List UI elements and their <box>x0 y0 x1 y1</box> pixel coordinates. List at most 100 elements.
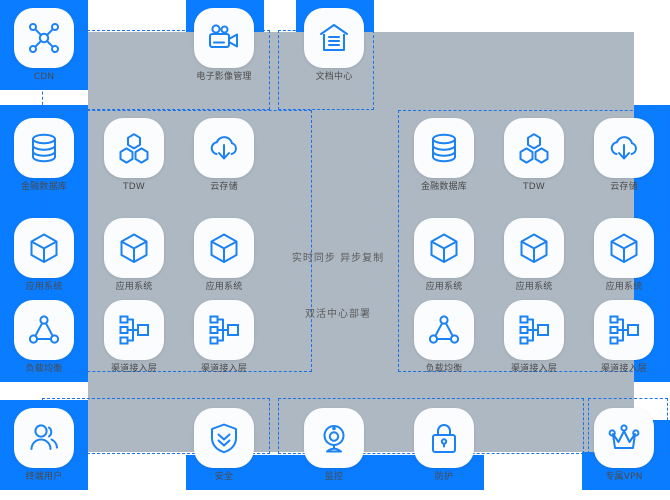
sitemap-icon <box>209 315 239 345</box>
node-label-l-app-1: 应用系统 <box>25 282 63 292</box>
node-tile-r-cos[interactable] <box>594 118 654 178</box>
node-tile-r-app-2[interactable] <box>504 218 564 278</box>
cube-icon <box>30 233 58 263</box>
node-l-cos[interactable]: 云存储 <box>194 118 254 193</box>
node-label-b-sec: 安全 <box>214 472 234 482</box>
node-label-r-ch-1: 渠道接入层 <box>510 364 557 374</box>
node-tile-l-lb[interactable] <box>14 300 74 360</box>
node-label-l-fin-db: 金融数据库 <box>20 182 67 192</box>
node-r-app-1[interactable]: 应用系统 <box>414 218 474 293</box>
node-label-r-fin-db: 金融数据库 <box>420 182 467 192</box>
node-tile-r-fin-db[interactable] <box>414 118 474 178</box>
node-label-l-app-2: 应用系统 <box>115 282 153 292</box>
node-label-cdn: CDN <box>33 72 55 82</box>
node-tile-b-mon[interactable] <box>304 408 364 468</box>
crown-icon <box>608 424 640 449</box>
node-tile-l-fin-db[interactable] <box>14 118 74 178</box>
node-b-vpn[interactable]: 专属VPN <box>594 408 654 483</box>
node-label-l-tdw: TDW <box>123 182 145 192</box>
node-tile-l-app-3[interactable] <box>194 218 254 278</box>
database-icon <box>32 133 56 163</box>
node-tile-r-lb[interactable] <box>414 300 474 360</box>
node-l-app-3[interactable]: 应用系统 <box>194 218 254 293</box>
node-tile-b-vpn[interactable] <box>594 408 654 468</box>
node-l-ch-1[interactable]: 渠道接入层 <box>104 300 164 375</box>
load-balancer-icon <box>28 315 60 344</box>
node-tile-cdn[interactable] <box>14 8 74 68</box>
node-doc[interactable]: 文档中心 <box>304 8 364 83</box>
node-l-tdw[interactable]: TDW <box>104 118 164 193</box>
node-label-eim: 电子影像管理 <box>196 72 252 82</box>
node-tile-b-sec[interactable] <box>194 408 254 468</box>
node-tile-r-app-1[interactable] <box>414 218 474 278</box>
node-b-prot[interactable]: 防护 <box>414 408 474 483</box>
cube-icon <box>610 233 638 263</box>
node-tile-r-ch-2[interactable] <box>594 300 654 360</box>
node-r-app-2[interactable]: 应用系统 <box>504 218 564 293</box>
node-r-fin-db[interactable]: 金融数据库 <box>414 118 474 193</box>
node-l-fin-db[interactable]: 金融数据库 <box>14 118 74 193</box>
node-tile-r-tdw[interactable] <box>504 118 564 178</box>
node-cdn[interactable]: CDN <box>14 8 74 83</box>
node-r-tdw[interactable]: TDW <box>504 118 564 193</box>
cloud-download-icon <box>210 136 237 160</box>
lock-icon <box>432 424 456 453</box>
cube-icon <box>520 233 548 263</box>
group-box-top-left <box>42 30 270 110</box>
shield-check-icon <box>211 423 237 454</box>
node-label-l-lb: 负载均衡 <box>25 364 63 374</box>
node-tile-l-tdw[interactable] <box>104 118 164 178</box>
node-tile-eim[interactable] <box>194 8 254 68</box>
node-tile-l-app-1[interactable] <box>14 218 74 278</box>
node-r-ch-1[interactable]: 渠道接入层 <box>504 300 564 375</box>
node-b-sec[interactable]: 安全 <box>194 408 254 483</box>
node-r-app-3[interactable]: 应用系统 <box>594 218 654 293</box>
node-b-mon[interactable]: 监控 <box>304 408 364 483</box>
group-box-left-core <box>42 110 312 372</box>
node-tile-b-user[interactable] <box>14 408 74 468</box>
node-label-r-ch-2: 渠道接入层 <box>600 364 647 374</box>
node-label-r-app-3: 应用系统 <box>605 282 643 292</box>
node-eim[interactable]: 电子影像管理 <box>194 8 254 83</box>
node-r-ch-2[interactable]: 渠道接入层 <box>594 300 654 375</box>
archive-house-icon <box>320 24 348 51</box>
node-tile-l-cos[interactable] <box>194 118 254 178</box>
node-r-lb[interactable]: 负载均衡 <box>414 300 474 375</box>
node-r-cos[interactable]: 云存储 <box>594 118 654 193</box>
cdn-network-icon <box>29 23 59 53</box>
load-balancer-icon <box>428 315 460 344</box>
camera-dome-icon <box>323 425 345 453</box>
node-label-r-app-2: 应用系统 <box>515 282 553 292</box>
node-b-user[interactable]: 终端用户 <box>14 408 74 483</box>
node-tile-doc[interactable] <box>304 8 364 68</box>
node-label-r-tdw: TDW <box>523 182 545 192</box>
cube-icon <box>210 233 238 263</box>
cube-icon <box>120 233 148 263</box>
node-tile-r-app-3[interactable] <box>594 218 654 278</box>
node-tile-l-ch-1[interactable] <box>104 300 164 360</box>
node-tile-r-ch-1[interactable] <box>504 300 564 360</box>
node-label-b-mon: 监控 <box>324 472 344 482</box>
center-sync-label: 实时同步 异步复制 <box>291 253 385 264</box>
node-tile-l-ch-2[interactable] <box>194 300 254 360</box>
cloud-download-icon <box>610 136 637 160</box>
group-box-right-core <box>398 110 668 372</box>
node-label-b-vpn: 专属VPN <box>605 472 643 482</box>
node-label-l-app-3: 应用系统 <box>205 282 243 292</box>
center-deploy-label: 双活中心部署 <box>305 309 371 320</box>
users-icon <box>30 424 58 450</box>
node-tile-l-app-2[interactable] <box>104 218 164 278</box>
node-l-app-2[interactable]: 应用系统 <box>104 218 164 293</box>
node-label-r-lb: 负载均衡 <box>425 364 463 374</box>
video-camera-icon <box>209 24 238 48</box>
sitemap-icon <box>119 315 149 345</box>
node-label-l-cos: 云存储 <box>210 182 238 192</box>
node-l-ch-2[interactable]: 渠道接入层 <box>194 300 254 375</box>
sitemap-icon <box>609 315 639 345</box>
hexagon-cluster-icon <box>519 133 549 164</box>
node-label-l-ch-2: 渠道接入层 <box>200 364 247 374</box>
node-l-lb[interactable]: 负载均衡 <box>14 300 74 375</box>
node-l-app-1[interactable]: 应用系统 <box>14 218 74 293</box>
database-icon <box>432 133 456 163</box>
node-tile-b-prot[interactable] <box>414 408 474 468</box>
